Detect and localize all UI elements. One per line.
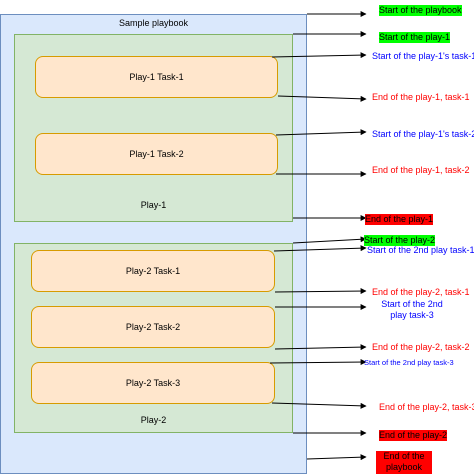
label-end-playbook: End of the playbook xyxy=(376,451,432,474)
arrow-start-play1-task1 xyxy=(271,52,367,59)
label-start-play1: Start of the play-1 xyxy=(379,32,451,43)
label-end-play1: End of the play-1 xyxy=(365,214,434,225)
label-end-play2-task3: End of the play-2, task-3 xyxy=(379,402,474,412)
label-start-play2-task3-wrapped: Start of the 2nd play task-3 xyxy=(381,299,443,320)
label-end-play1-task2: End of the play-1, task-2 xyxy=(372,165,470,175)
label-start-play2-task3: Start of the 2nd play task-3 xyxy=(364,358,454,367)
arrow-end-play2-task3 xyxy=(271,402,367,409)
play-1-label: Play-1 xyxy=(140,200,167,210)
label-end-play1-task1: End of the play-1, task-1 xyxy=(372,92,470,102)
arrow-start-play2-task3 xyxy=(269,359,367,366)
label-start-play2-task1: Start of the 2nd play task-1 xyxy=(367,245,474,255)
label-start-playbook: Start of the playbook xyxy=(379,5,462,16)
label-start-play1-task1: Start of the play-1's task-1 xyxy=(372,51,474,61)
arrow-end-play2-task1 xyxy=(274,288,367,295)
playbook-label: Sample playbook xyxy=(118,18,189,28)
play-1-task-1-box: Play-1 Task-1 xyxy=(35,56,278,98)
arrow-end-playbook xyxy=(306,454,367,461)
arrow-start-play2 xyxy=(292,236,367,244)
play-2-task-2-box: Play-2 Task-2 xyxy=(31,306,275,348)
label-end-play2: End of the play-2 xyxy=(379,430,448,441)
arrow-start-play1-task2 xyxy=(275,129,367,136)
play-1-task-2-box: Play-1 Task-2 xyxy=(35,133,278,175)
play-2-task-3-box: Play-2 Task-3 xyxy=(31,362,275,404)
label-end-play2-task1: End of the play-2, task-1 xyxy=(372,287,470,297)
arrow-end-play1-task1 xyxy=(277,95,367,102)
label-start-play2: Start of the play-2 xyxy=(364,235,436,246)
arrow-start-play2-task1 xyxy=(273,245,367,252)
play-2-task-1-box: Play-2 Task-1 xyxy=(31,250,275,292)
play-2-label: Play-2 xyxy=(140,415,167,425)
arrow-end-play2-task2 xyxy=(274,344,367,351)
label-start-play1-task2: Start of the play-1's task-2 xyxy=(372,129,474,139)
label-end-play2-task2: End of the play-2, task-2 xyxy=(372,342,470,352)
